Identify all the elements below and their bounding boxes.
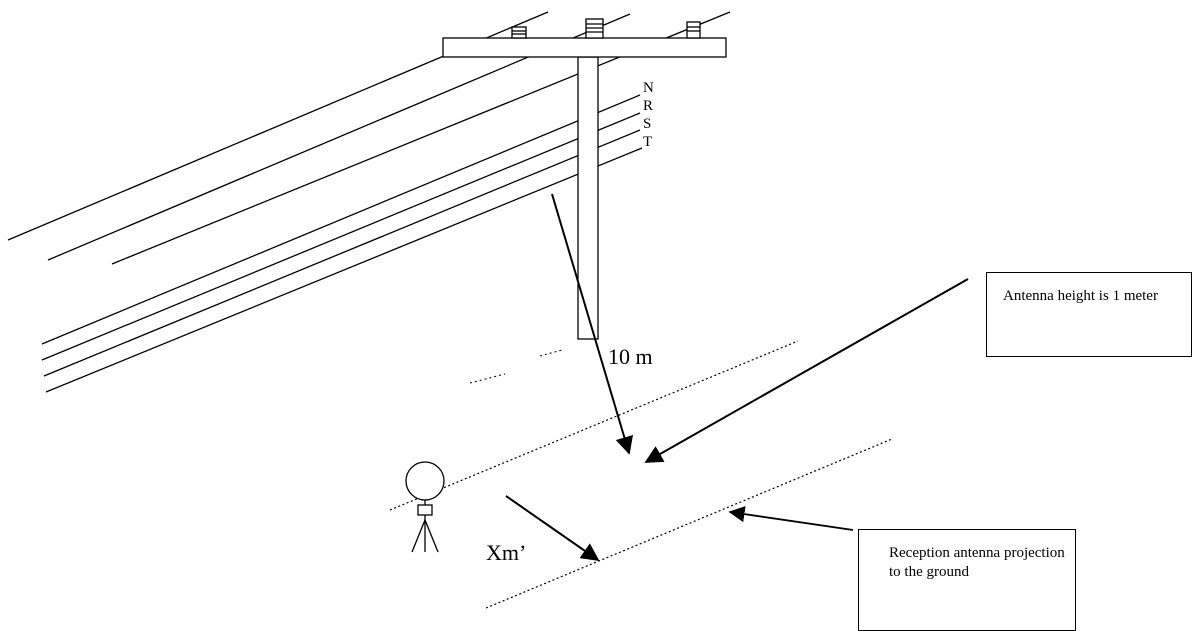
offset-label: Xm’: [486, 540, 526, 565]
phase-conductor-s: [43, 129, 641, 377]
insulator-center: [585, 18, 604, 39]
phase-label-t: T: [643, 134, 652, 150]
antenna-loop: [405, 461, 445, 501]
reception-projection-text: Reception antenna projection to the grou…: [889, 545, 1065, 580]
phase-label-s: S: [643, 116, 651, 132]
antenna-tripod-icon: [405, 461, 445, 553]
reception-projection-callout: Reception antenna projection to the grou…: [858, 529, 1076, 631]
phase-conductor-n: [41, 94, 641, 345]
antenna-height-pointer-arrow: [644, 278, 969, 463]
distance-arrow: [551, 193, 634, 455]
utility-pole: [442, 18, 727, 340]
phase-label-n: N: [643, 80, 654, 96]
insulator-left: [511, 26, 527, 39]
reception-pointer-arrow: [728, 506, 854, 531]
ground-marks: [469, 349, 563, 384]
distance-label: 10 m: [608, 344, 653, 369]
projection-lines: [389, 340, 893, 609]
projection-line-near: [389, 340, 799, 511]
phase-labels: N R S T: [643, 80, 654, 150]
projection-line-far: [485, 438, 893, 609]
antenna-height-text: Antenna height is 1 meter: [1003, 288, 1158, 304]
phase-conductor-r: [41, 112, 641, 361]
insulator-right: [686, 21, 701, 39]
offset-arrow: [505, 495, 600, 562]
antenna-mount: [417, 504, 433, 516]
pole-shaft: [577, 56, 599, 340]
antenna-height-callout: Antenna height is 1 meter: [986, 272, 1192, 357]
phase-conductor-t: [45, 147, 643, 393]
phase-label-r: R: [643, 98, 653, 114]
pole-crossarm: [442, 37, 727, 58]
phase-conductors: [41, 94, 643, 393]
